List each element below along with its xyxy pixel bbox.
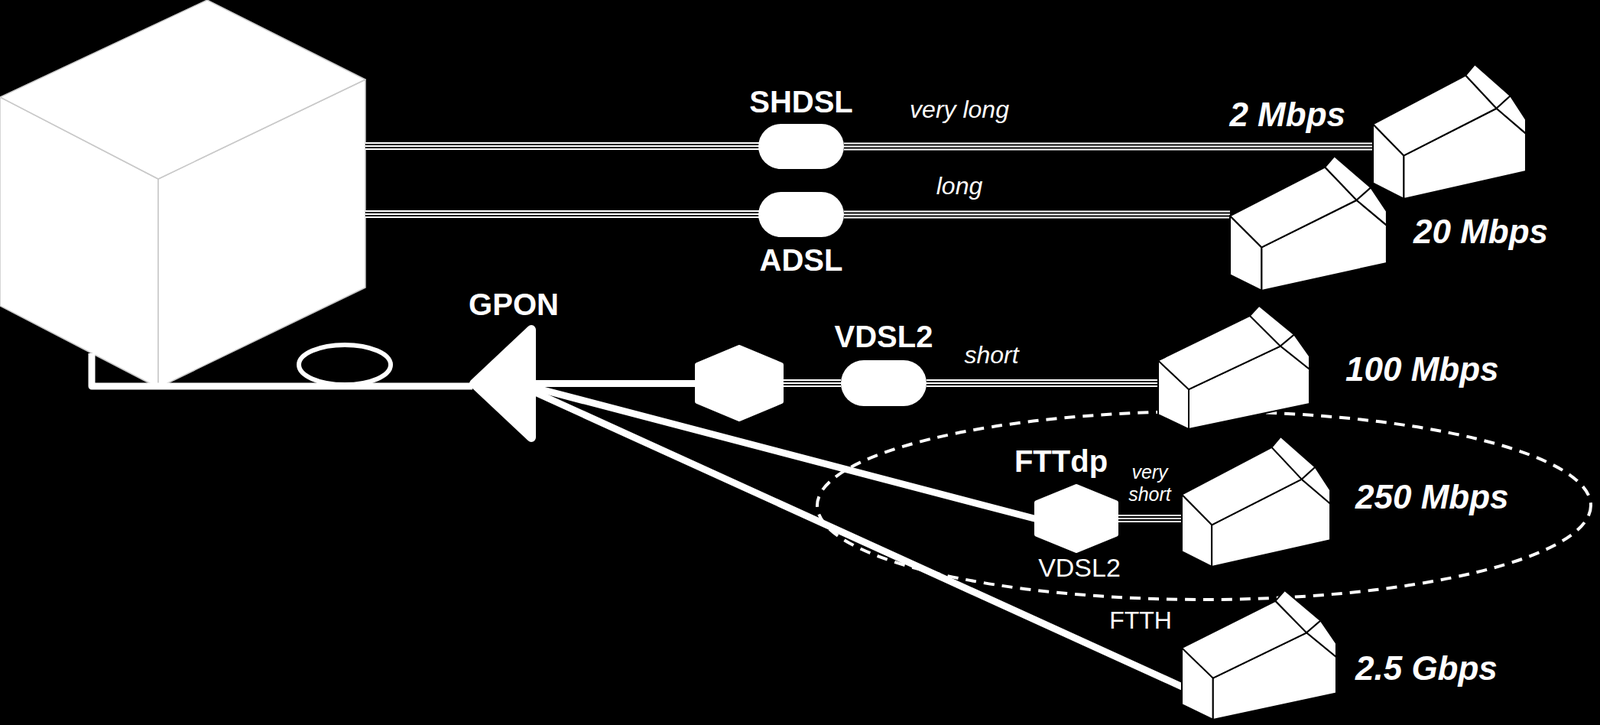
- house-shape: [1181, 433, 1332, 567]
- house-face: [1356, 187, 1387, 225]
- copper-strand: [926, 379, 1159, 387]
- copper-strand: [778, 382, 841, 384]
- edge-label: short: [960, 341, 1022, 369]
- speed-label: 20 Mbps: [1413, 213, 1549, 250]
- pill-shape: [840, 360, 927, 406]
- node-label: VDSL2: [1038, 553, 1121, 582]
- copper-connector: [843, 146, 1373, 147]
- cabinet-hexagon: [697, 347, 782, 419]
- fiber-strand: [535, 388, 1035, 520]
- dsl-modem: ADSL: [758, 191, 844, 237]
- fiber-trunk: [91, 353, 473, 387]
- copper-strand: [778, 380, 841, 386]
- node-label: VDSL2: [834, 319, 934, 354]
- house-face: [1496, 95, 1526, 134]
- copper-strand: [778, 379, 841, 387]
- edge-label: long: [933, 172, 987, 200]
- copper-strand: [926, 382, 1159, 384]
- house-face: [1306, 619, 1337, 656]
- copper-strand: [843, 210, 1231, 219]
- copper-core: [365, 145, 760, 147]
- house-shape: [1230, 152, 1389, 291]
- copper-core: [365, 213, 760, 215]
- hex-body: [1036, 486, 1117, 551]
- house: 250 Mbps: [1181, 433, 1332, 567]
- fiber-connector: [535, 382, 841, 385]
- fiber-coil: [298, 344, 391, 385]
- house-face: [1280, 334, 1310, 369]
- copper-strand: [1118, 517, 1182, 520]
- node-label: GPON: [468, 287, 559, 322]
- copper-strand: [843, 146, 1373, 148]
- copper-connector: [843, 214, 1231, 215]
- pill-shape: [758, 191, 844, 237]
- speed-label: 2.5 Gbps: [1355, 649, 1498, 687]
- copper-strand: [843, 212, 1231, 218]
- fiber-connector: [535, 392, 1182, 687]
- copper-outer: [365, 210, 760, 218]
- house: 20 Mbps: [1230, 152, 1389, 291]
- fiber-strand: [535, 392, 1182, 687]
- copper-gap: [365, 211, 760, 217]
- pill-shape: [758, 123, 844, 169]
- copper-gap: [365, 143, 760, 149]
- house: 2.5 Gbps: [1181, 587, 1338, 720]
- edge-label: very long: [906, 96, 1013, 124]
- speed-label: 100 Mbps: [1345, 350, 1500, 388]
- cube-top: [0, 0, 366, 179]
- copper-strand: [843, 144, 1373, 150]
- gpon-splitter: GPON: [469, 324, 536, 442]
- copper-connector: [926, 382, 1159, 384]
- copper-strand: [1118, 514, 1182, 523]
- pill-body: [840, 360, 927, 406]
- copper-outer: [365, 142, 760, 150]
- dsl-modem: VDSL2: [840, 360, 927, 406]
- copper-strand: [926, 380, 1159, 386]
- house-shape: [1158, 302, 1312, 429]
- triangle-body: [473, 329, 532, 438]
- copper-strand: [843, 214, 1231, 216]
- edge-label: very short: [1122, 460, 1177, 506]
- fiber-connector: [535, 388, 1035, 520]
- house: 100 Mbps: [1158, 302, 1312, 429]
- copper-strand: [1118, 516, 1182, 521]
- node-label: SHDSL: [749, 84, 854, 119]
- speed-label: 2 Mbps: [1229, 96, 1346, 134]
- copper-line: [365, 214, 760, 215]
- hex-shape: [1034, 483, 1119, 553]
- copper-strand: [843, 142, 1373, 151]
- pill-body: [758, 191, 844, 237]
- node-label: ADSL: [759, 243, 844, 277]
- node-label: FTTdp: [1014, 444, 1108, 478]
- house-face: [1301, 467, 1331, 504]
- speed-label: 250 Mbps: [1355, 478, 1510, 516]
- edge-label: FTTH: [1106, 606, 1175, 634]
- copper-connector: [1118, 518, 1182, 520]
- copper-line: [365, 146, 760, 147]
- tri-shape: [469, 324, 536, 442]
- house: 2 Mbps: [1372, 61, 1528, 199]
- fiber-strand: [535, 379, 705, 387]
- house-shape: [1372, 61, 1528, 199]
- pill-body: [758, 123, 844, 169]
- dsl-modem: SHDSL: [758, 123, 844, 169]
- distribution-point: FTTdpVDSL2: [1034, 483, 1119, 553]
- house-shape: [1181, 587, 1338, 720]
- central-office-cube: [0, 0, 366, 388]
